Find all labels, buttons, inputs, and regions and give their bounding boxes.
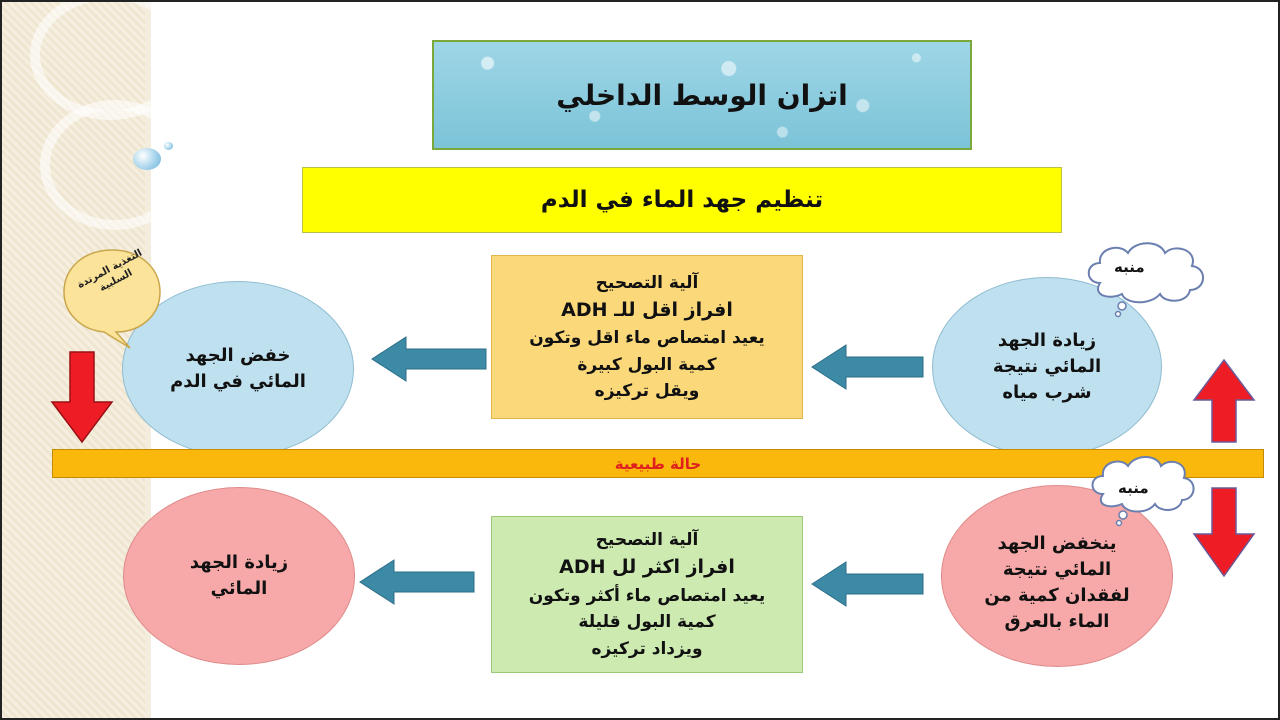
- bottom-stimulus-label: منبه: [1118, 479, 1149, 497]
- top-mechanism-line: افراز اقل للـ ADH: [561, 298, 733, 321]
- top-mechanism-line: آلية التصحيح: [595, 272, 699, 293]
- top-result-text: خفض الجهد المائي في الدم: [170, 344, 306, 392]
- bottom-result-circle: زيادة الجهد المائي: [123, 487, 355, 665]
- bottom-condition-circle: ينخفض الجهد المائي نتيجة لفقدان كمية من …: [941, 485, 1173, 667]
- feedback-speech-bubble: [63, 249, 161, 349]
- bottom-mechanism-line: ويزداد تركيزه: [591, 638, 703, 659]
- bottom-flow-arrow-right: [811, 561, 924, 607]
- top-stimulus-cloud: [1087, 242, 1204, 318]
- top-result-circle: خفض الجهد المائي في الدم: [122, 281, 354, 457]
- top-mechanism-line: كمية البول كبيرة: [577, 354, 717, 375]
- normal-state-bar: حالة طبيعية: [52, 449, 1264, 478]
- top-mechanism-box: آلية التصحيح افراز اقل للـ ADH يعيد امتص…: [491, 255, 803, 419]
- title-box: اتزان الوسط الداخلي: [432, 40, 972, 150]
- bottom-flow-arrow-left: [359, 559, 475, 605]
- bottom-condition-text: ينخفض الجهد المائي نتيجة لفقدان كمية من …: [984, 532, 1130, 633]
- top-flow-arrow-right: [811, 344, 924, 390]
- bottom-mechanism-box: آلية التصحيح افراز اكثر لل ADH يعيد امتص…: [491, 516, 803, 673]
- red-down-arrow: [50, 351, 114, 444]
- bottom-mechanism-line: كمية البول قليلة: [578, 612, 716, 633]
- decorative-ring: [40, 100, 190, 230]
- normal-state-label: حالة طبيعية: [614, 454, 702, 473]
- decorative-bubble: [133, 148, 161, 170]
- top-mechanism-line: ويقل تركيزه: [594, 381, 700, 402]
- slide-subtitle: تنظيم جهد الماء في الدم: [540, 187, 824, 213]
- subtitle-box: تنظيم جهد الماء في الدم: [302, 167, 1062, 233]
- bottom-stimulus-cloud: [1091, 456, 1195, 527]
- bottom-mechanism-line: آلية التصحيح: [595, 530, 699, 551]
- red-down-arrow: [1192, 487, 1256, 578]
- top-mechanism-line: يعيد امتصاص ماء اقل وتكون: [529, 328, 765, 349]
- top-stimulus-label: منبه: [1114, 258, 1145, 276]
- bottom-mechanism-line: افراز اكثر لل ADH: [559, 556, 735, 579]
- top-flow-arrow-left: [371, 336, 487, 382]
- top-condition-text: زيادة الجهد المائي نتيجة شرب مياه: [992, 329, 1102, 404]
- slide-title: اتزان الوسط الداخلي: [556, 78, 848, 112]
- red-up-arrow: [1192, 358, 1256, 443]
- bottom-result-text: زيادة الجهد المائي: [189, 551, 289, 599]
- bottom-mechanism-line: يعيد امتصاص ماء أكثر وتكون: [528, 585, 766, 606]
- decorative-bubble: [164, 142, 173, 150]
